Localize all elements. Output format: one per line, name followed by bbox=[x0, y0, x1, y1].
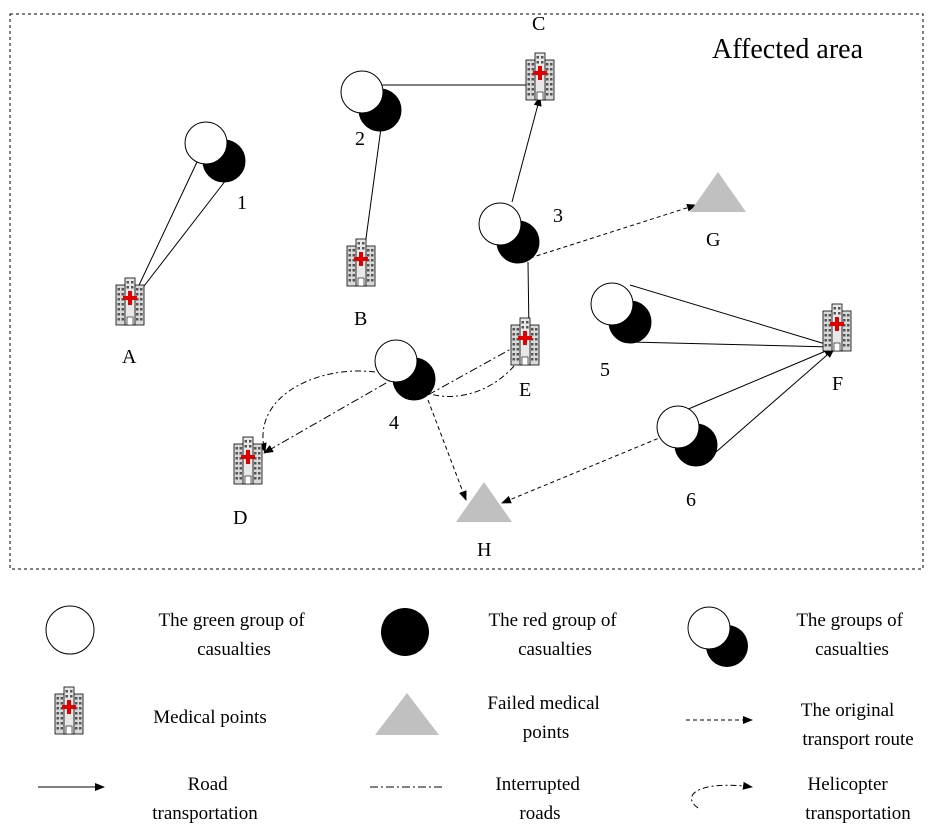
hospital-c-icon bbox=[525, 52, 555, 101]
road-route-6-f-upper bbox=[685, 347, 834, 411]
affected-area-boundary bbox=[9, 13, 924, 570]
casualty-group-1-label: 1 bbox=[237, 192, 247, 214]
failed-point-h-icon bbox=[456, 482, 512, 522]
hospital-b-icon bbox=[346, 238, 376, 287]
road-route-5-f-upper bbox=[629, 284, 833, 348]
hospital-e-label: E bbox=[519, 379, 531, 401]
road-route-5-f-lower bbox=[631, 341, 833, 351]
original-route-3-g bbox=[529, 203, 697, 259]
routes bbox=[132, 84, 835, 504]
casualty-group-6-icon bbox=[656, 405, 718, 467]
original-route-4-h bbox=[427, 399, 467, 501]
failed-point-g-label: G bbox=[706, 229, 720, 251]
failed-point-g-icon bbox=[690, 172, 746, 212]
hospital-f-label: F bbox=[832, 373, 843, 395]
casualty-group-4-label: 4 bbox=[389, 412, 399, 434]
legend-groups-icon bbox=[687, 606, 748, 667]
hospital-b-label: B bbox=[354, 308, 367, 330]
legend-helicopter-icon bbox=[691, 781, 753, 809]
road-route-2-c bbox=[380, 84, 544, 96]
legend-red-group-icon bbox=[381, 608, 429, 656]
road-route-3-c bbox=[511, 96, 542, 203]
legend-green-group-label: The green group of casualties bbox=[159, 610, 310, 660]
interrupted-road-4-e bbox=[427, 339, 528, 396]
legend-failed-points-icon bbox=[375, 693, 439, 735]
casualty-group-2-label: 2 bbox=[355, 128, 365, 150]
road-route-1-a-upper bbox=[132, 144, 206, 299]
casualty-group-4-icon bbox=[374, 339, 436, 401]
casualty-group-5-icon bbox=[590, 282, 652, 344]
failed-point-h-label: H bbox=[477, 539, 491, 561]
hospital-f-icon bbox=[822, 303, 852, 352]
casualty-group-3-icon bbox=[478, 202, 540, 264]
helicopter-route-4-d bbox=[258, 370, 376, 453]
legend-road-label: Road transportation bbox=[152, 774, 258, 824]
hospital-a-label: A bbox=[122, 346, 137, 368]
road-route-1-a-lower bbox=[133, 179, 227, 300]
legend-failed-points-label: Failed medical points bbox=[487, 693, 604, 743]
legend-groups-label: The groups of casualties bbox=[796, 610, 907, 660]
casualty-group-3-label: 3 bbox=[553, 205, 563, 227]
casualty-group-2-icon bbox=[340, 70, 402, 132]
legend-medical-points-label: Medical points bbox=[153, 707, 266, 728]
legend-medical-points-icon bbox=[54, 686, 84, 735]
affected-area-title: Affected area bbox=[712, 34, 864, 65]
legend-green-group-icon bbox=[45, 605, 95, 655]
road-route-6-f-lower bbox=[715, 348, 835, 453]
hospital-d-icon bbox=[233, 436, 263, 485]
original-route-6-h bbox=[501, 435, 665, 504]
legend-interrupted-label: Interrupted roads bbox=[495, 774, 584, 824]
legend-original-route-label: The original transport route bbox=[801, 700, 914, 750]
interrupted-road-4-d bbox=[263, 374, 401, 454]
legend-red-group-label: The red group of casualties bbox=[489, 610, 622, 660]
casualty-group-1-icon bbox=[184, 121, 246, 183]
hospital-d-label: D bbox=[233, 507, 247, 529]
hospital-a-icon bbox=[115, 277, 145, 326]
legend: The green group of casualties The red gr… bbox=[38, 605, 914, 824]
hospital-c-label: C bbox=[532, 13, 545, 35]
legend-helicopter-label: Helicopter transportation bbox=[805, 774, 911, 824]
hospital-e-icon bbox=[510, 317, 540, 366]
casualty-group-5-label: 5 bbox=[600, 359, 610, 381]
casualty-group-6-label: 6 bbox=[686, 489, 696, 511]
